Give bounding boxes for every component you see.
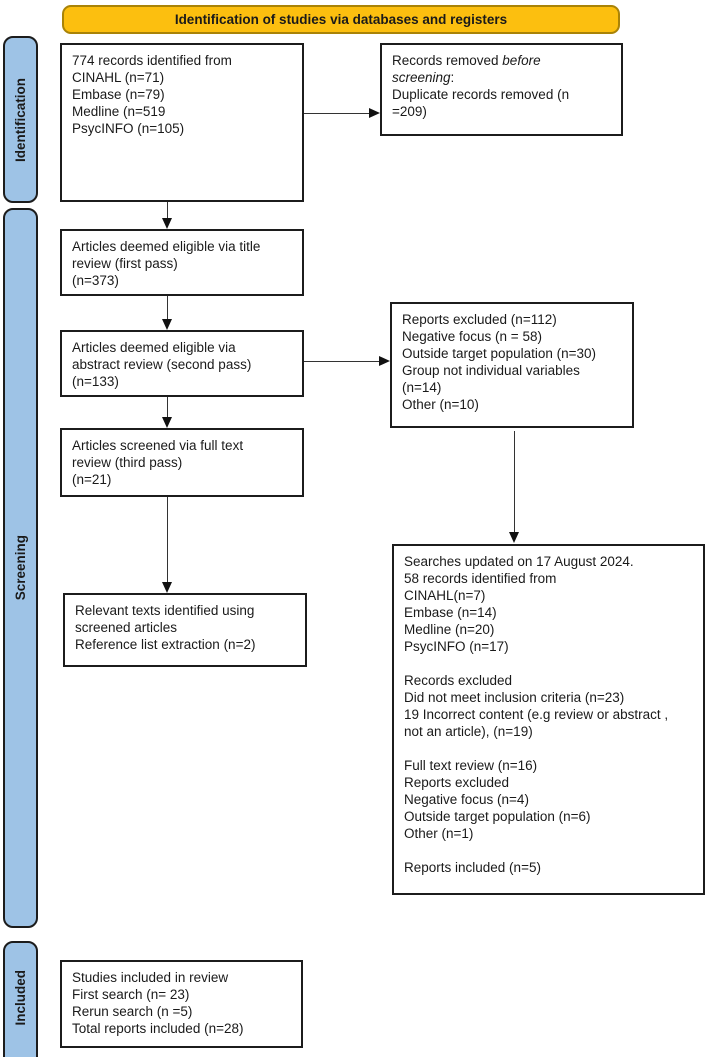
reports-excluded-text: Reports excluded (n=112) Negative focus … bbox=[402, 312, 597, 412]
relevant-texts-box: Relevant texts identified using screened… bbox=[63, 593, 307, 667]
phase-label-included: Included bbox=[13, 970, 28, 1026]
phase-label-screening: Screening bbox=[13, 535, 28, 601]
full-text-review-text: Articles screened via full text review (… bbox=[72, 438, 244, 487]
arrow-line bbox=[167, 296, 168, 320]
arrow-right-icon bbox=[379, 356, 390, 366]
studies-included-box: Studies included in review First search … bbox=[60, 960, 303, 1048]
studies-included-text: Studies included in review First search … bbox=[72, 970, 244, 1036]
arrow-down-icon bbox=[162, 218, 172, 229]
abstract-review-text: Articles deemed eligible via abstract re… bbox=[72, 340, 252, 389]
updated-search-box: Searches updated on 17 August 2024. 58 r… bbox=[392, 544, 705, 895]
phase-bar-included: Included bbox=[3, 941, 38, 1057]
reports-excluded-box: Reports excluded (n=112) Negative focus … bbox=[390, 302, 634, 428]
title-review-box: Articles deemed eligible via title revie… bbox=[60, 229, 304, 296]
banner-label: Identification of studies via databases … bbox=[174, 12, 508, 27]
arrow-down-icon bbox=[162, 417, 172, 428]
arrow-right-icon bbox=[369, 108, 380, 118]
records-identified-text: 774 records identified from CINAHL (n=71… bbox=[72, 53, 232, 136]
arrow-down-icon bbox=[162, 582, 172, 593]
arrow-line bbox=[514, 431, 515, 533]
arrow-line bbox=[304, 361, 380, 362]
title-review-text: Articles deemed eligible via title revie… bbox=[72, 239, 261, 288]
arrow-down-icon bbox=[509, 532, 519, 543]
arrow-line bbox=[167, 202, 168, 219]
arrow-line bbox=[167, 497, 168, 583]
records-identified-box: 774 records identified from CINAHL (n=71… bbox=[60, 43, 304, 202]
records-removed-prefix: Records removed bbox=[392, 53, 503, 68]
phase-label-identification: Identification bbox=[13, 77, 28, 162]
arrow-down-icon bbox=[162, 319, 172, 330]
banner-databases-registers: Identification of studies via databases … bbox=[62, 5, 620, 34]
full-text-review-box: Articles screened via full text review (… bbox=[60, 428, 304, 497]
abstract-review-box: Articles deemed eligible via abstract re… bbox=[60, 330, 304, 397]
arrow-line bbox=[167, 397, 168, 418]
phase-bar-identification: Identification bbox=[3, 36, 38, 203]
relevant-texts-text: Relevant texts identified using screened… bbox=[75, 603, 256, 652]
updated-search-text: Searches updated on 17 August 2024. 58 r… bbox=[404, 554, 669, 875]
records-removed-box: Records removed before screening: Duplica… bbox=[380, 43, 623, 136]
records-removed-italic: before screening bbox=[392, 53, 541, 85]
phase-bar-screening: Screening bbox=[3, 208, 38, 928]
records-removed-suffix: : bbox=[450, 70, 455, 85]
arrow-line bbox=[304, 113, 370, 114]
records-removed-counts: Duplicate records removed (n =209) bbox=[392, 87, 570, 119]
